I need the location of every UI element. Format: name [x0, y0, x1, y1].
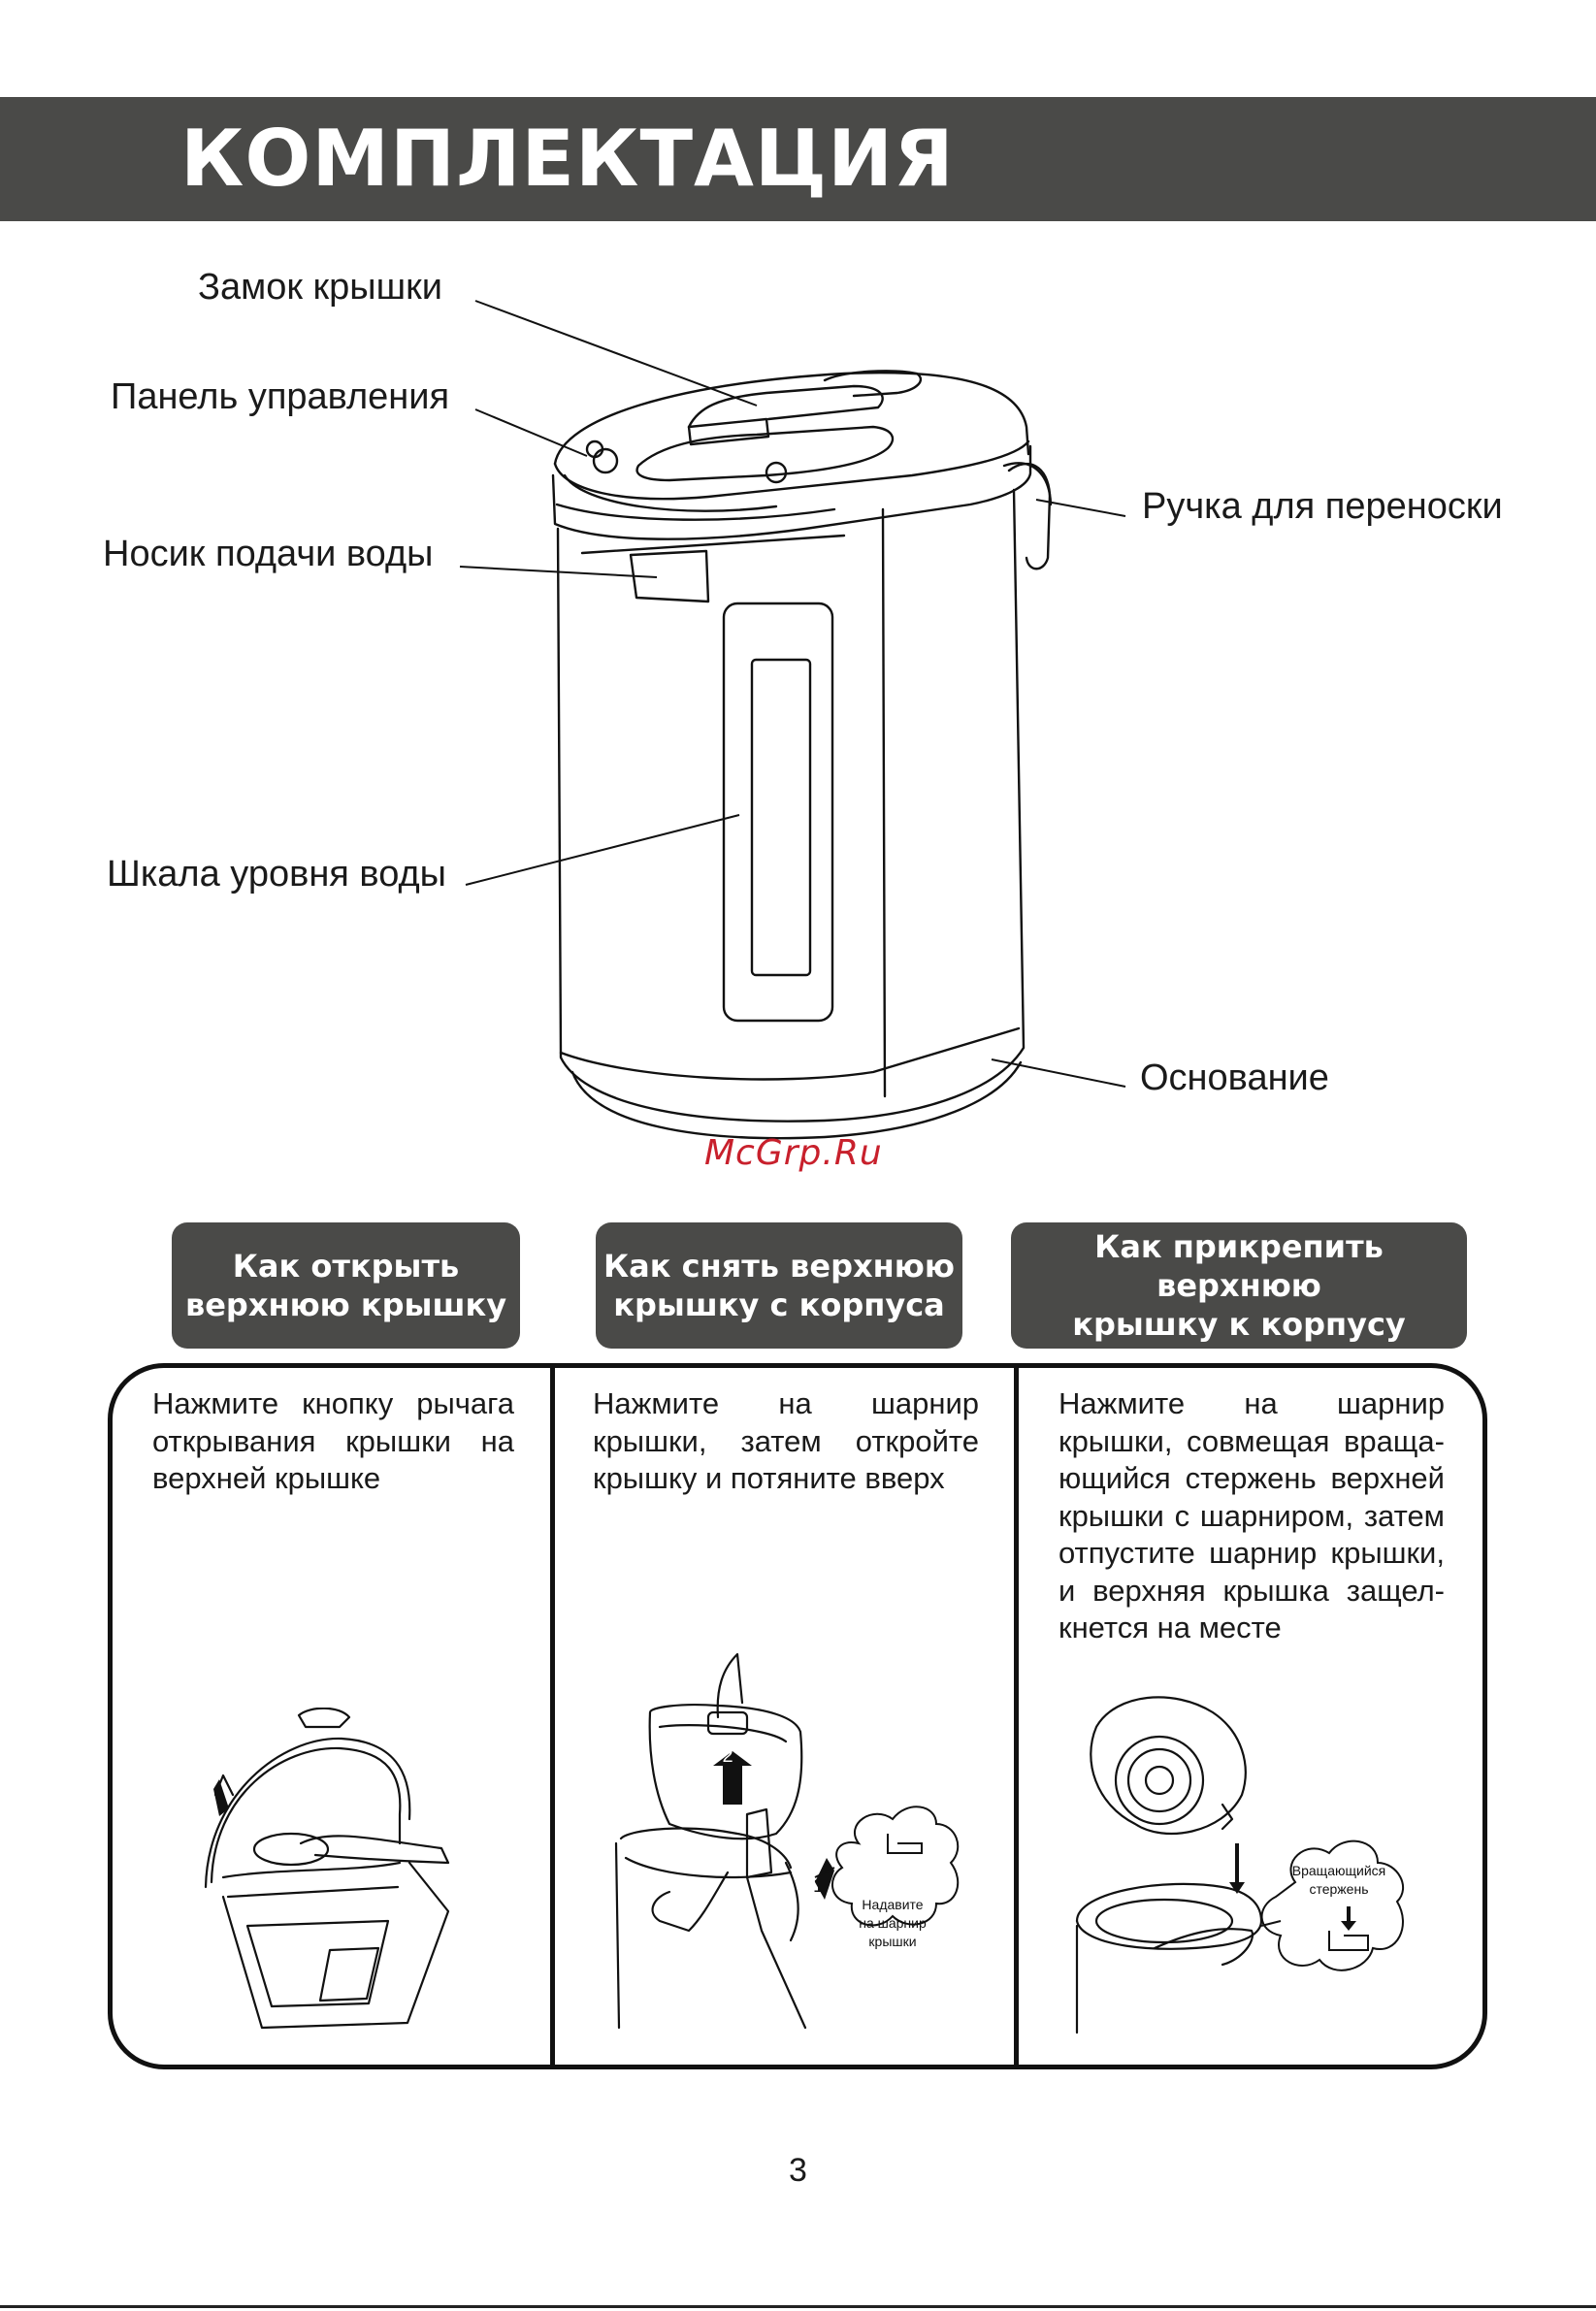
- label-carry-handle: Ручка для переноски: [1142, 486, 1503, 527]
- marker-1: 1: [813, 1875, 824, 1897]
- callout-text-2: стержень: [1309, 1881, 1368, 1897]
- header-band: [0, 97, 1596, 221]
- label-spout: Носик подачи воды: [103, 534, 434, 574]
- step-attach-text: Нажмите на шарнир крышки, совмещая враща…: [1059, 1386, 1445, 1644]
- illustration-remove-lid: 2 1 Надавите на шарнир крышки: [614, 1652, 960, 2030]
- step-open-text: Нажмите кнопку рычага открывания крышки …: [152, 1386, 514, 1495]
- callout-text-1: Вращающийся: [1292, 1863, 1385, 1878]
- illustration-attach-lid: Вращающийся стержень: [1075, 1696, 1404, 2034]
- page-title: КОМПЛЕКТАЦИЯ: [180, 114, 955, 204]
- page-number: 3: [789, 2152, 807, 2189]
- step-remove-text: Нажмите на шарнир крышки, затем откройте…: [593, 1386, 979, 1495]
- callout-text-2: на шарнир: [859, 1915, 927, 1931]
- thermopot-diagram: [459, 300, 1126, 1140]
- bottom-rule: [0, 2305, 1596, 2308]
- marker-2: 2: [722, 1745, 733, 1767]
- callout-text-3: крышки: [868, 1934, 916, 1949]
- label-lid-lock: Замок крышки: [198, 267, 442, 308]
- label-base: Основание: [1140, 1058, 1329, 1098]
- label-control-panel: Панель управления: [111, 376, 450, 417]
- callout-text-1: Надавите: [862, 1897, 923, 1912]
- label-water-gauge: Шкала уровня воды: [107, 854, 446, 895]
- illustration-open-lid: [204, 1708, 450, 2030]
- panel-divider: [550, 1363, 555, 2069]
- panel-divider: [1014, 1363, 1019, 2069]
- instructions-panel: [108, 1363, 1487, 2069]
- watermark: McGrp.Ru: [704, 1133, 883, 1173]
